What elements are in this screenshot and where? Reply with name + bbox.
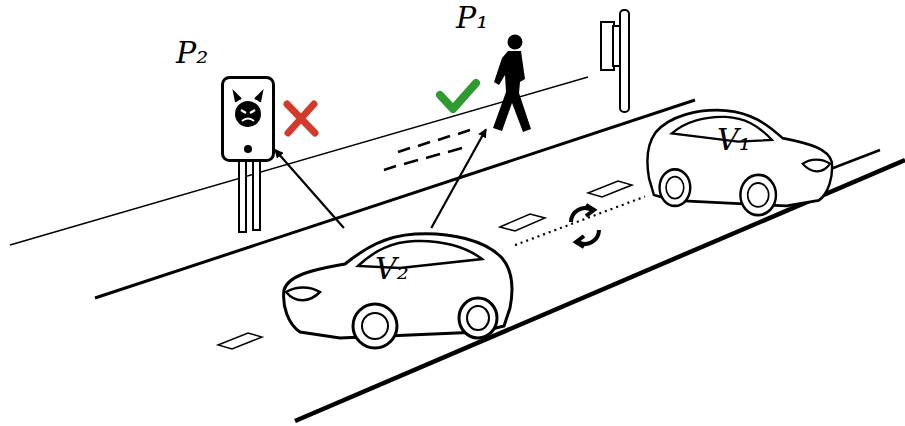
- sync-head: [576, 236, 584, 247]
- pedestrian-body: [493, 51, 531, 132]
- crosswalk-dash: [418, 142, 430, 146]
- cross-mark: [287, 104, 315, 133]
- pedestrian-shape: [486, 33, 536, 135]
- wheel-hub: [666, 177, 684, 199]
- car-light: [286, 288, 320, 301]
- arrow-connector: [275, 150, 344, 228]
- lane-dash: [588, 181, 632, 197]
- devil-mouth: [242, 119, 254, 122]
- car-wheel: [660, 169, 691, 206]
- vehicle-node: V₁: [645, 105, 835, 217]
- car-outline: [284, 234, 512, 348]
- sign-post: [253, 160, 260, 230]
- lane-dash: [218, 333, 262, 349]
- sign-posts: [239, 160, 260, 232]
- crosswalk-dash: [458, 130, 470, 134]
- car-wheel: [459, 298, 497, 338]
- arrow-connector: [431, 129, 486, 228]
- car-outline: [647, 110, 832, 215]
- link-line: [515, 197, 645, 246]
- sign-board: [223, 78, 274, 161]
- sign-shape: [221, 76, 275, 162]
- car-light: [803, 160, 830, 172]
- crosswalk-dash: [398, 148, 410, 152]
- check-mark: [440, 83, 476, 109]
- crosswalk-dash: [404, 160, 418, 164]
- wheel-hub: [748, 183, 769, 207]
- sign-dot: [244, 145, 252, 153]
- light-box: [613, 26, 620, 66]
- car-wheel: [353, 304, 397, 348]
- crosswalk-marks: [384, 130, 470, 170]
- node-label: P₂: [176, 38, 208, 68]
- pedestrian-node: P₁: [486, 33, 536, 135]
- curb-line: [95, 100, 695, 298]
- vehicle-node: V₂: [280, 228, 515, 350]
- traffic-light: [601, 10, 629, 112]
- crosswalk-dash: [438, 136, 450, 140]
- sync-symbol: [571, 205, 599, 247]
- crosswalk-dash: [384, 166, 396, 170]
- devil-horns: [234, 92, 262, 102]
- sync-head: [586, 205, 594, 216]
- node-label: V₂: [375, 254, 409, 284]
- lane-dash: [500, 214, 545, 231]
- wheel-hub: [467, 306, 489, 330]
- node-label: V₁: [717, 125, 751, 155]
- crosswalk-dash: [448, 148, 462, 152]
- sidewalk-edge: [10, 77, 588, 245]
- car-shape: [645, 105, 835, 217]
- devil-eyes: [241, 110, 255, 113]
- pedestrian-head: [508, 35, 523, 50]
- wheel-hub: [362, 313, 388, 339]
- node-label: P₁: [456, 3, 488, 33]
- sign-node: P₂: [221, 76, 275, 162]
- crosswalk-dash: [426, 154, 440, 158]
- car-wheel: [740, 175, 776, 215]
- car-shape: [280, 228, 515, 350]
- devil-face: [235, 101, 261, 127]
- sign-post: [239, 160, 246, 232]
- light-pole: [620, 10, 629, 112]
